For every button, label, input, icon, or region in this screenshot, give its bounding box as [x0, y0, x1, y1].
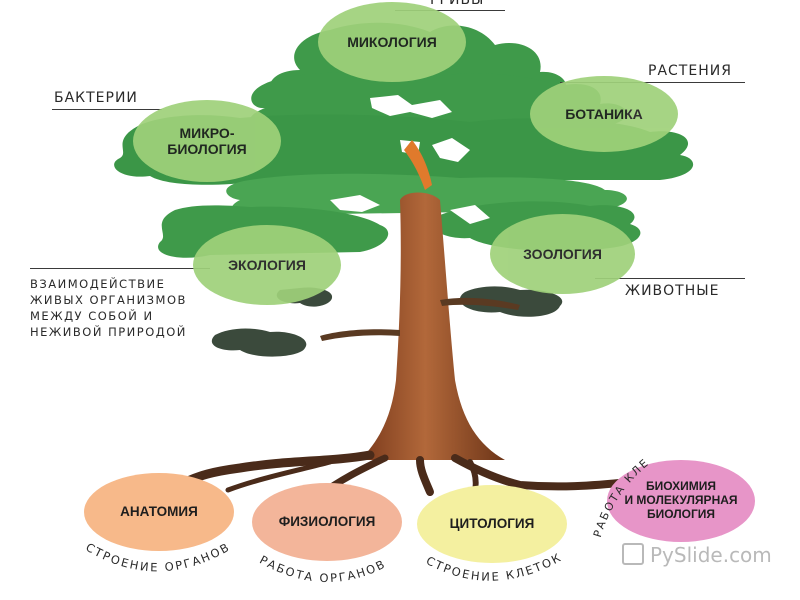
caption-cytology-text: СТРОЕНИЕ КЛЕТОК	[424, 550, 563, 584]
caption-cytology: СТРОЕНИЕ КЛЕТОК	[424, 550, 565, 584]
ecology-description: ВЗАИМОДЕЙСТВИЕ ЖИВЫХ ОРГАНИЗМОВ МЕЖДУ СО…	[30, 276, 187, 340]
branch-zoology: ЗООЛОГИЯ	[490, 214, 635, 294]
label-plants: РАСТЕНИЯ	[648, 63, 732, 79]
caption-physiology: РАБОТА ОРГАНОВ	[257, 553, 388, 585]
branch-mycology: МИКОЛОГИЯ	[318, 2, 466, 82]
label-fungi: ГРИБЫ	[430, 0, 485, 8]
rule-fungi	[395, 10, 505, 11]
label-bacteria: БАКТЕРИИ	[54, 90, 138, 106]
branch-botany: БОТАНИКА	[530, 76, 678, 152]
caption-anatomy: СТРОЕНИЕ ОРГАНОВ	[83, 539, 232, 574]
root-physiology: ФИЗИОЛОГИЯ	[252, 483, 402, 561]
ecology-desc-line: МЕЖДУ СОБОЙ И	[30, 309, 154, 323]
caption-biochem: РАБОТА КЛЕТОК	[0, 0, 650, 539]
rule-ecology	[30, 268, 210, 269]
branch-mycology-label: МИКОЛОГИЯ	[347, 33, 437, 50]
ecology-desc-line: ЖИВЫХ ОРГАНИЗМОВ	[30, 293, 187, 307]
tree-trunk	[320, 140, 520, 460]
ecology-desc-line: ВЗАИМОДЕЙСТВИЕ	[30, 277, 166, 291]
root-biochemistry: БИОХИМИЯ И МОЛЕКУЛЯРНАЯ БИОЛОГИЯ	[607, 460, 755, 542]
tree-roots	[185, 450, 634, 508]
root-anatomy: АНАТОМИЯ	[84, 473, 234, 551]
root-physiology-label: ФИЗИОЛОГИЯ	[278, 514, 376, 530]
watermark-text: PyЅlide.com	[650, 543, 772, 567]
caption-anatomy-text: СТРОЕНИЕ ОРГАНОВ	[83, 539, 230, 574]
branch-ecology-label: ЭКОЛОГИЯ	[228, 256, 306, 273]
root-anatomy-label: АНАТОМИЯ	[120, 504, 198, 520]
rule-plants	[560, 82, 745, 83]
root-biochemistry-label: БИОХИМИЯ И МОЛЕКУЛЯРНАЯ БИОЛОГИЯ	[624, 479, 738, 521]
branch-zoology-label: ЗООЛОГИЯ	[523, 245, 602, 262]
root-cytology-label: ЦИТОЛОГИЯ	[449, 516, 535, 532]
branch-microbiology-label: МИКРО- БИОЛОГИЯ	[167, 124, 247, 157]
ecology-desc-line: НЕЖИВОЙ ПРИРОДОЙ	[30, 325, 187, 339]
branch-botany-label: БОТАНИКА	[565, 105, 643, 122]
caption-physiology-text: РАБОТА ОРГАНОВ	[257, 553, 386, 585]
watermark-icon	[622, 543, 644, 565]
branch-microbiology: МИКРО- БИОЛОГИЯ	[133, 100, 281, 182]
root-cytology: ЦИТОЛОГИЯ	[417, 485, 567, 563]
caption-biochem-text: РАБОТА КЛЕТОК	[0, 0, 650, 539]
watermark: PyЅlide.com	[622, 543, 772, 567]
rule-bacteria	[52, 109, 162, 110]
branch-ecology: ЭКОЛОГИЯ	[193, 225, 341, 305]
rule-animals	[595, 278, 745, 279]
label-animals: ЖИВОТНЫЕ	[625, 283, 720, 299]
